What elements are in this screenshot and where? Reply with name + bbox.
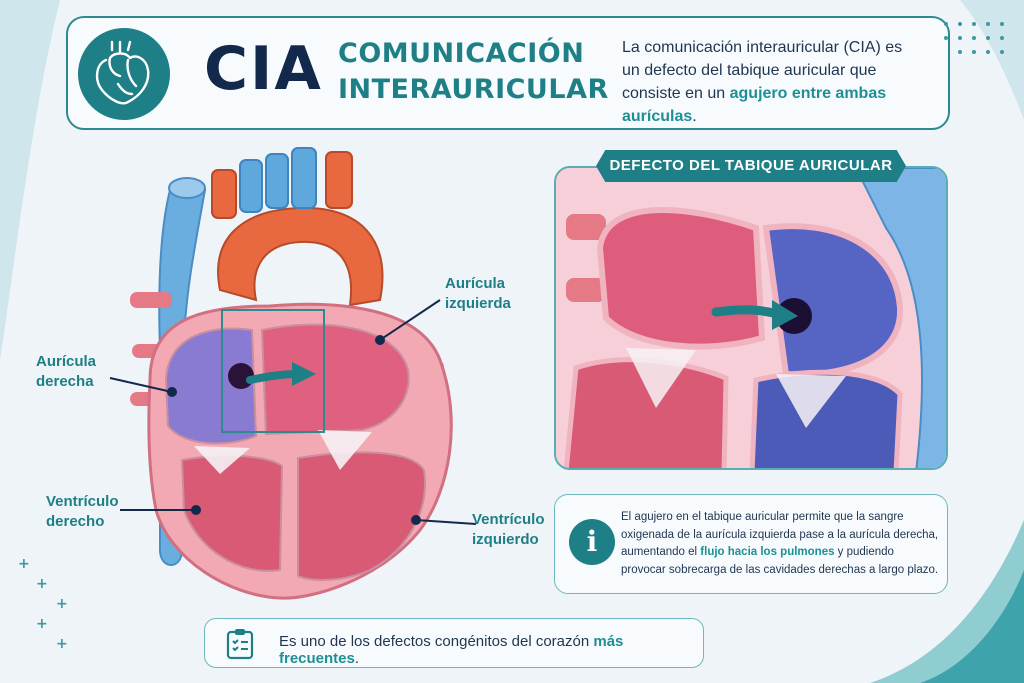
info-text-end: y pudiendo provocar sobrecarga de las ca… [621,546,939,576]
aorta [211,147,384,307]
heart-valves [194,430,372,474]
label-right-atrium-line2: derecha [36,373,94,390]
label-leaders [109,299,477,525]
decorative-plus: + [36,576,48,592]
footer-text-part: Es uno de los defectos congénitos del co… [279,633,594,650]
label-right-ventricle-line1: Ventrículo [46,493,119,510]
info-text: El agujero en el tabique auricular permi… [621,509,939,579]
label-left-atrium-line2: izquierda [445,295,511,312]
defect-zoom-panel [554,166,948,470]
left-atrium [260,323,410,436]
left-ventricle [297,451,426,581]
heart-logo [78,28,170,120]
label-left-ventricle-line2: izquierdo [472,531,539,548]
info-icon: i [569,519,615,565]
title-line-1: COMUNICACIÓN [338,38,585,69]
label-left-atrium-line1: Aurícula [445,275,506,292]
header-card: CIA COMUNICACIÓN INTERAURICULAR La comun… [66,16,950,130]
flow-arrow-head [292,362,316,386]
defect-zoom-illustration [556,168,946,468]
heart-illustration [109,147,477,600]
decorative-plus: + [18,556,30,572]
intro-highlight: agujero entre ambas aurículas [622,85,887,125]
info-highlight: flujo hacia los pulmones [700,546,835,558]
decorative-plus: + [56,596,68,612]
footer-text-end: . [354,650,360,667]
page-title: COMUNICACIÓN INTERAURICULAR [338,36,609,108]
zoom-box [221,309,325,433]
info-box: i El agujero en el tabique auricular per… [554,494,948,594]
right-atrium [164,327,258,445]
label-right-atrium-line1: Aurícula [36,353,97,370]
intro-text-end: . [692,108,697,125]
intro-text: La comunicación interauricular (CIA) es … [622,36,922,128]
clipboard-checklist-icon [226,629,254,660]
info-text-part: El agujero en el tabique auricular permi… [621,511,939,558]
label-left-ventricle-line1: Ventrículo [472,511,545,528]
intro-text-part: La comunicación interauricular (CIA) es … [622,39,903,102]
decorative-plus: + [36,616,48,632]
defect-banner: DEFECTO DEL TABIQUE AURICULAR [596,150,906,182]
label-left-ventricle: Ventrículo izquierdo [472,510,545,550]
label-right-ventricle: Ventrículo derecho [46,492,119,532]
footer-text: Es uno de los defectos congénitos del co… [279,633,703,667]
label-left-atrium: Aurícula izquierda [445,274,511,314]
decorative-plus: + [56,636,68,652]
acronym-title: CIA [204,34,323,104]
footer-note: Es uno de los defectos congénitos del co… [204,618,704,668]
label-right-ventricle-line2: derecho [46,513,105,530]
label-right-atrium: Aurícula derecha [36,352,96,392]
heart-outline-icon [95,40,150,105]
title-line-2: INTERAURICULAR [338,74,609,105]
footer-highlight: más frecuentes [279,633,624,667]
